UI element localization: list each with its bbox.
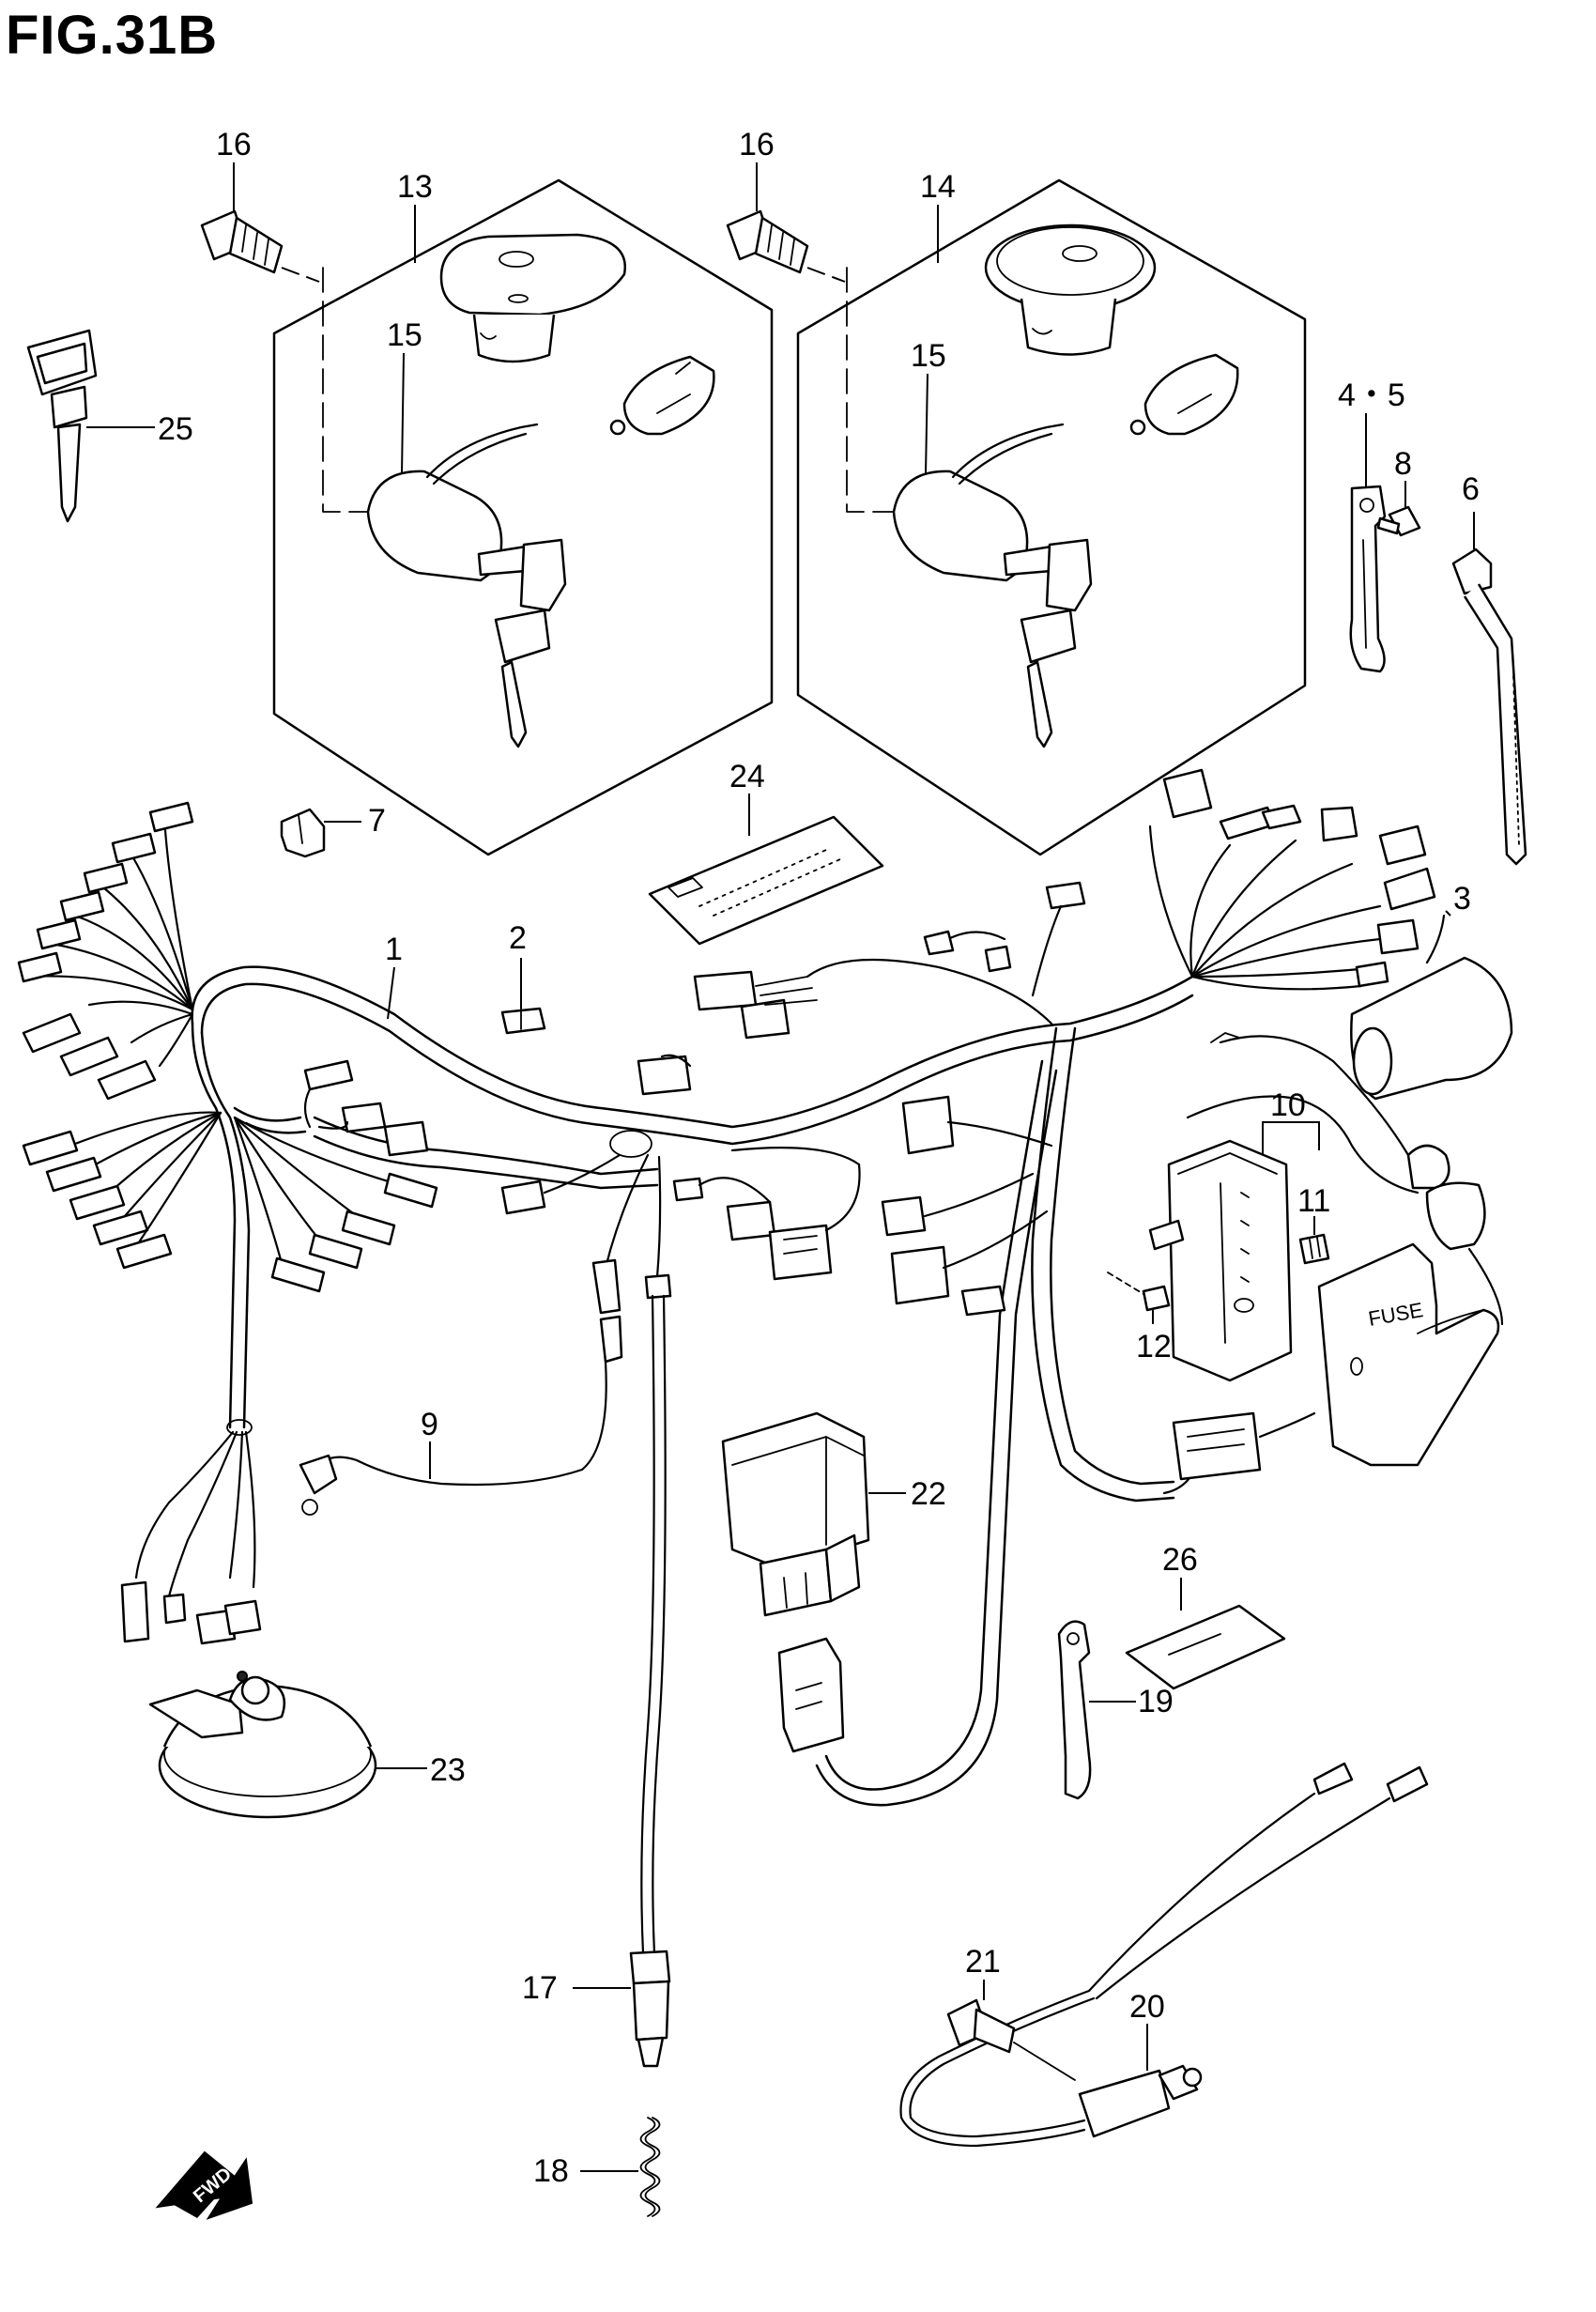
- callout-18: 18: [533, 2153, 569, 2189]
- callout-3: 3: [1453, 881, 1471, 917]
- callout-15-right: 15: [911, 338, 946, 374]
- relay-22: [721, 1411, 906, 1753]
- label-26: [1125, 1578, 1286, 1690]
- bracket-19: [1057, 1620, 1136, 1800]
- ignition-switch-set-13: [272, 178, 774, 856]
- callout-24: 24: [729, 759, 765, 794]
- screw-16-right: [726, 209, 846, 283]
- fuse-11: [1298, 1216, 1330, 1265]
- callout-15-left: 15: [387, 317, 422, 353]
- callout-8: 8: [1394, 446, 1412, 482]
- screw-21: [946, 1980, 1076, 2081]
- callout-17: 17: [522, 1970, 558, 2006]
- callout-11: 11: [1297, 1183, 1330, 1219]
- cable-tie-6: [1451, 512, 1527, 866]
- callout-13: 13: [397, 169, 433, 205]
- callout-16-right: 16: [739, 127, 775, 162]
- ignition-switch-set-14: [796, 178, 1307, 856]
- side-stand-switch-20: [899, 1762, 1429, 2148]
- callout-12: 12: [1136, 1329, 1172, 1364]
- callout-7: 7: [368, 803, 386, 839]
- label-24: [648, 794, 884, 946]
- screw-16-left: [200, 209, 320, 283]
- bolt-8: [1376, 481, 1421, 537]
- callout-21: 21: [965, 1944, 1001, 1980]
- callout-4-5: 4・5: [1338, 378, 1405, 413]
- callout-22: 22: [911, 1476, 946, 1512]
- callout-25: 25: [158, 411, 193, 447]
- callout-2: 2: [509, 920, 527, 956]
- callout-9: 9: [421, 1407, 438, 1442]
- callout-16-left: 16: [216, 127, 252, 162]
- callout-10: 10: [1270, 1087, 1306, 1123]
- callout-14: 14: [920, 169, 956, 205]
- callout-26: 26: [1162, 1542, 1198, 1578]
- bracket-4-5: [1349, 413, 1387, 673]
- callout-20: 20: [1129, 1989, 1165, 2025]
- figure-title: FIG.31B: [6, 5, 219, 66]
- horn-23: [148, 1671, 427, 1819]
- forward-direction-arrow: FWD: [155, 2150, 253, 2220]
- screw-12: [1107, 1272, 1171, 1324]
- fuse-cover: [1317, 1242, 1500, 1467]
- spare-key-25: [26, 329, 155, 523]
- main-wiring-harness-1: [17, 768, 1436, 1807]
- callout-6: 6: [1462, 471, 1480, 507]
- callout-19: 19: [1138, 1684, 1174, 1719]
- spring-18: [580, 2117, 661, 2217]
- ground-wire-9: [299, 1360, 607, 1516]
- neutral-switch-17: [573, 1294, 671, 2068]
- callout-23: 23: [430, 1752, 466, 1788]
- fuse-box-10: [1148, 1032, 1504, 1382]
- capacitor-3: [1350, 910, 1513, 1101]
- callout-1: 1: [385, 932, 403, 967]
- clamp-7: [280, 808, 361, 858]
- connector-2: [500, 958, 546, 1035]
